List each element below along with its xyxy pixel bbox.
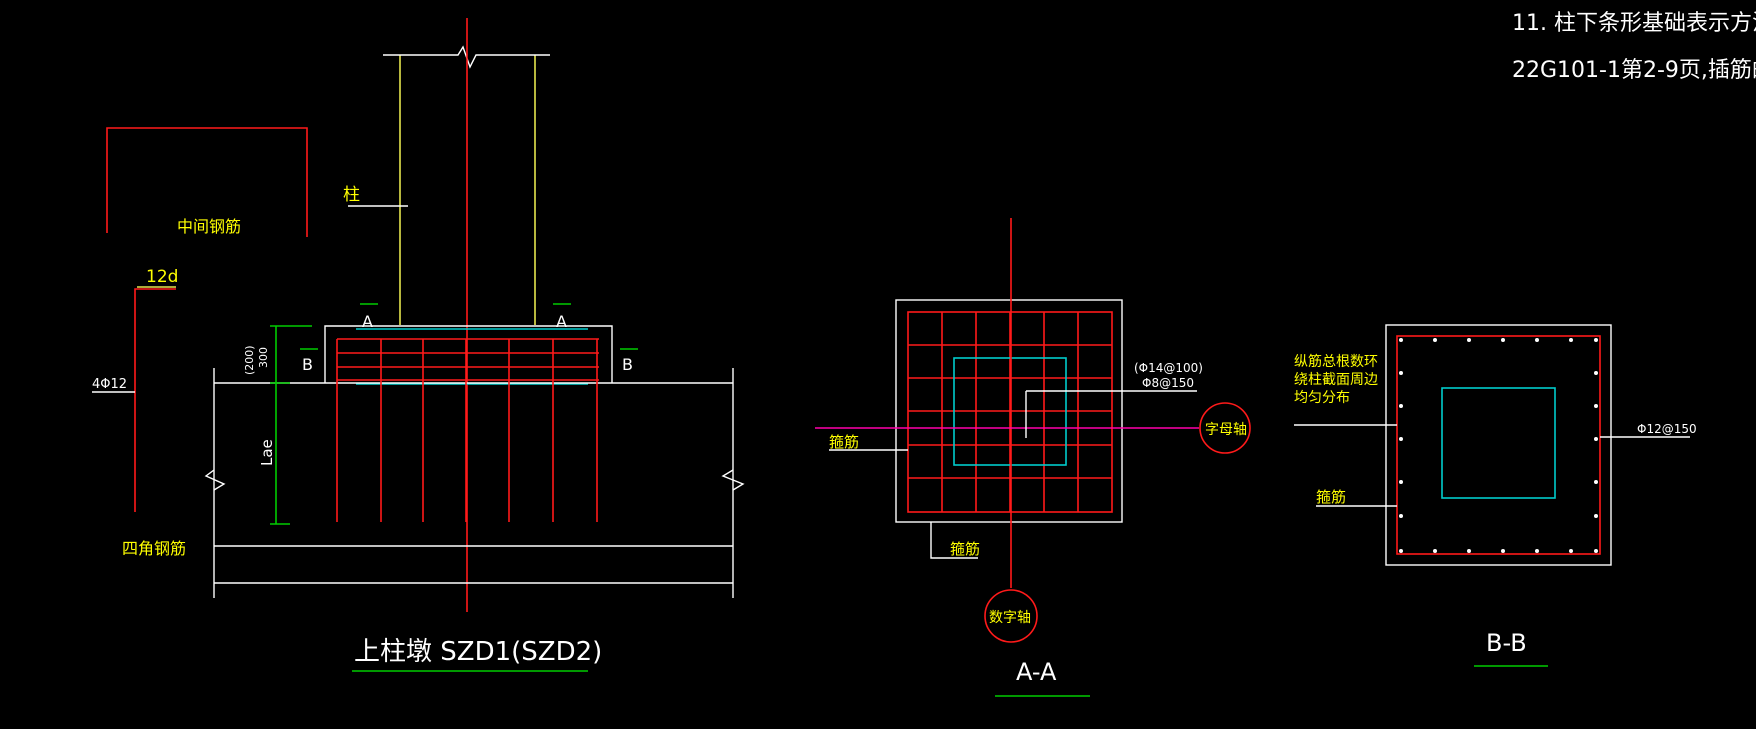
label-12d: 12d [146,267,178,287]
aa-spec-1: (Φ14@100) [1134,361,1203,375]
aa-letter-axis-label: 字母轴 [1205,422,1247,438]
note-line-1: 11. 柱下条形基础表示方法及配筋 [1512,11,1756,36]
label-corner-bars: 四角钢筋 [122,539,186,558]
aa-stirrup-leader-bottom [930,522,978,559]
bb-bar [1594,514,1598,518]
middle-bar-shape [106,127,308,237]
bb-bar [1399,480,1403,484]
dim-lae: Lae [258,439,276,466]
bb-bar [1399,371,1403,375]
left-detail: 中间钢筋 12d 4Φ12 四角钢筋 柱 [92,18,745,672]
bb-bar [1594,371,1598,375]
bb-bar [1433,549,1437,553]
bb-bar [1467,338,1471,342]
beam-outline [213,368,734,598]
title-section-bb: B-B [1486,629,1527,657]
aa-outline [895,299,1123,523]
title-section-aa: A-A [1016,658,1057,686]
bb-bar [1399,549,1403,553]
bb-outline [1385,324,1612,566]
label-b-left: B [302,355,313,374]
aa-label-stirrup-bottom: 箍筋 [950,540,980,558]
break-right [721,469,745,491]
note-line-2: 22G101-1第2-9页,插筋的锚固 [1512,58,1756,83]
section-bb: 纵筋总根数环 绕柱截面周边 均匀分布 箍筋 Φ12@150 B-B [1294,324,1697,667]
pier-outline [324,325,613,383]
bb-stirrup [1396,335,1601,555]
bb-bar [1594,480,1598,484]
bb-label-long-3: 均匀分布 [1294,390,1350,406]
aa-number-axis-label: 数字轴 [989,610,1031,626]
bb-bar [1433,338,1437,342]
bb-bar [1569,338,1573,342]
bb-label-long-2: 绕柱截面周边 [1294,372,1378,388]
bb-spec: Φ12@150 [1637,422,1697,436]
aa-spec-2: Φ8@150 [1142,376,1194,390]
aa-grid [908,312,1112,512]
bb-longitudinal-bars [1399,338,1598,553]
bb-bar [1535,549,1539,553]
label-middle-bars: 中间钢筋 [177,217,241,236]
label-a-right: A [556,312,567,331]
dim-300: 300 [257,347,270,368]
break-left [204,469,226,491]
bb-label-stirrup: 箍筋 [1316,488,1346,506]
bb-bar [1535,338,1539,342]
label-4phi12: 4Φ12 [92,377,127,392]
aa-label-stirrup-left: 箍筋 [829,433,859,451]
bb-bar [1594,437,1598,441]
bb-bar [1569,549,1573,553]
label-a-left: A [362,312,373,331]
label-column: 柱 [343,185,360,205]
aa-column-outline [953,357,1067,466]
title-left-detail: 上柱墩 SZD1(SZD2) [354,637,602,667]
bb-bar [1594,404,1598,408]
label-b-right: B [622,355,633,374]
section-aa: 字母轴 数字轴 (Φ14@100) Φ8@150 箍筋 箍筋 A-A [815,218,1251,697]
bb-bar [1501,549,1505,553]
bb-label-long-1: 纵筋总根数环 [1294,353,1378,370]
bb-column-outline [1441,387,1556,499]
bb-bar [1399,404,1403,408]
bb-bar [1594,549,1598,553]
bb-bar [1467,549,1471,553]
bb-bar [1501,338,1505,342]
bb-bar [1399,338,1403,342]
bb-bar [1399,514,1403,518]
bb-bar [1594,338,1598,342]
aa-letter-axis-bubble [1199,402,1251,454]
aa-number-axis-bubble [984,589,1038,643]
corner-bar-shape [134,288,176,512]
bb-bar [1399,437,1403,441]
aa-spec-leader [1025,390,1197,438]
dim-200: (200) [243,345,256,375]
